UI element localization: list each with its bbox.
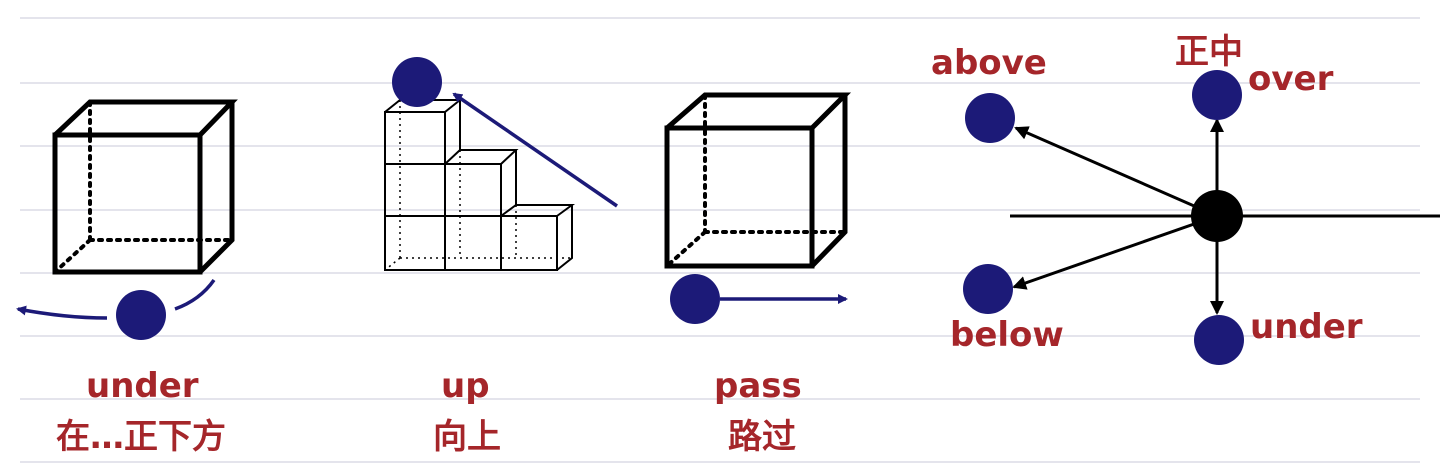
- ruled-lines: [20, 17, 1420, 463]
- above-ball: [965, 93, 1015, 143]
- under-arrow: [16, 305, 108, 320]
- label-below: below: [950, 315, 1064, 355]
- label-above: above: [931, 43, 1047, 83]
- label-under-meaning: 在…正下方: [56, 417, 226, 457]
- center-point: [1191, 190, 1243, 242]
- under-compass-ball: [1194, 315, 1244, 365]
- label-up: up: [441, 366, 490, 406]
- label-over-meaning: 正中: [1175, 32, 1243, 72]
- under-arrow-tail: [174, 278, 216, 311]
- pass-ball: [670, 274, 720, 324]
- label-pass-meaning: 路过: [728, 417, 796, 457]
- up-staircase: [384, 99, 576, 271]
- pass-cube: [664, 92, 852, 269]
- up-arrow: [452, 92, 618, 208]
- label-pass: pass: [714, 366, 802, 406]
- below-ball: [963, 264, 1013, 314]
- arrow-to-below: [1012, 214, 1218, 290]
- up-ball: [392, 57, 442, 107]
- label-under-compass: under: [1250, 307, 1363, 347]
- under-cube: [52, 99, 238, 275]
- label-under: under: [86, 366, 199, 406]
- over-ball: [1192, 70, 1242, 120]
- label-up-meaning: 向上: [433, 417, 501, 457]
- label-over: over: [1248, 59, 1334, 99]
- under-ball: [116, 290, 166, 340]
- arrow-to-above: [1014, 126, 1218, 218]
